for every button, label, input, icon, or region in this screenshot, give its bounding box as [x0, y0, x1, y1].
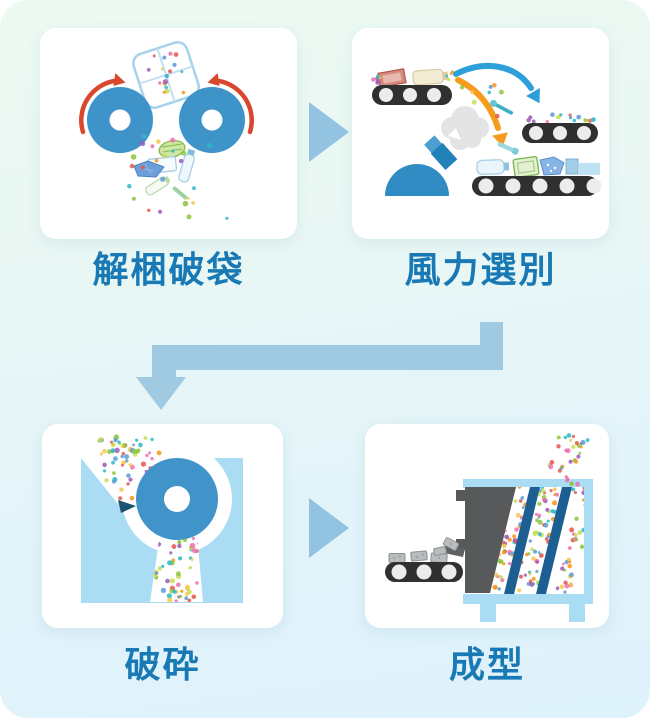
confetti [555, 487, 584, 594]
crusher-drum [136, 458, 218, 540]
machine-frame [463, 479, 593, 622]
step-card-molding [365, 424, 609, 628]
step-label-unpacking: 解梱破袋 [92, 250, 245, 291]
confetti [445, 70, 454, 82]
rotation-arrow-left-head [113, 73, 126, 87]
feed-conveyor [371, 68, 454, 105]
wind-arrow-orange-icon [455, 77, 508, 147]
step-label-crushing: 破砕 [124, 645, 201, 686]
wind-sorting-illustration [371, 62, 602, 196]
floating-stick [489, 99, 514, 115]
pellet-output [388, 537, 460, 564]
step-card-unpacking [40, 28, 297, 239]
channel-bars [504, 487, 572, 594]
output-stream [152, 532, 201, 602]
confetti [102, 436, 162, 460]
roller-right [179, 87, 245, 153]
step-label-wind-sorting: 風力選別 [404, 250, 557, 291]
step-label-molding: 成型 [448, 645, 525, 686]
unpacking-illustration [79, 41, 254, 220]
arrow-right-icon-bottom [309, 498, 349, 558]
feed-pointer [118, 500, 136, 513]
falling-waste [127, 133, 229, 220]
step-card-crushing [42, 424, 283, 628]
waste-bag [132, 41, 200, 109]
rotation-arrow-right-head [207, 73, 220, 87]
heavy-fraction-conveyor [472, 155, 602, 196]
crushing-illustration [81, 434, 243, 603]
light-fraction-conveyor [522, 112, 598, 143]
air-blower [385, 106, 489, 196]
confetti [152, 532, 201, 602]
output-conveyor [385, 562, 463, 582]
confetti [146, 51, 186, 95]
rotation-arrow-right-icon [216, 78, 254, 135]
confetti [371, 74, 382, 85]
input-pour-confetti [547, 433, 590, 495]
arrow-right-icon-top [309, 102, 349, 162]
roller-left [87, 87, 153, 153]
wind-arrow-blue-icon [453, 62, 540, 104]
floating-brush [497, 142, 519, 155]
confetti [127, 133, 229, 220]
confetti [517, 487, 560, 593]
step-card-wind-sorting [352, 28, 609, 239]
molding-illustration [385, 433, 593, 622]
elbow-arrow-icon [136, 322, 503, 410]
rotation-arrow-left-icon [79, 78, 117, 135]
confetti [526, 112, 596, 124]
